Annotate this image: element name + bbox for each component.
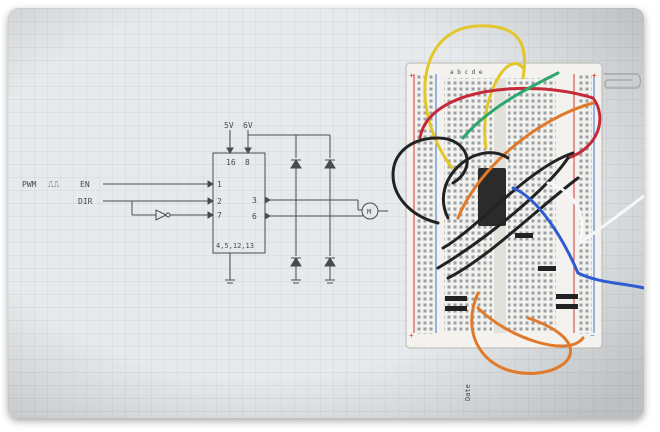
rail-plus-label: +: [409, 71, 414, 80]
pin-3-label: 3: [252, 196, 257, 205]
date-note: Date: [464, 384, 472, 401]
rail-plus-label-bottom: +: [409, 331, 414, 340]
pin-2-label: 2: [217, 197, 222, 206]
motor-label: M: [367, 208, 371, 216]
paper-clip: [604, 73, 642, 89]
dir-label: DIR: [78, 197, 93, 206]
pin-6-label: 6: [252, 212, 257, 221]
supply-6v-label: 6V: [243, 121, 253, 130]
supply-5v-label: 5V: [224, 121, 234, 130]
photo: PWM ⎍⎍ EN DIR 1 2 7 5V 6V 16 8 3 6 4,5,1…: [8, 8, 644, 418]
rail-minus-label: −: [590, 331, 595, 340]
driver-chip: [478, 168, 506, 226]
enable-label: EN: [80, 180, 90, 189]
rail-plus-label-right: +: [592, 71, 597, 80]
pwm-label: PWM: [22, 180, 37, 189]
pin-7-label: 7: [217, 211, 222, 220]
schematic: [103, 130, 388, 284]
breadboard-diodes: [445, 233, 578, 311]
pwm-waveform: ⎍⎍: [48, 180, 60, 189]
pin-16-label: 16: [226, 158, 236, 167]
ground-pins-label: 4,5,12,13: [216, 242, 254, 250]
pin-1-label: 1: [217, 180, 222, 189]
column-letters-top: a b c d e: [450, 69, 483, 76]
pin-8-label: 8: [245, 158, 250, 167]
jumper-wires: [391, 24, 644, 375]
